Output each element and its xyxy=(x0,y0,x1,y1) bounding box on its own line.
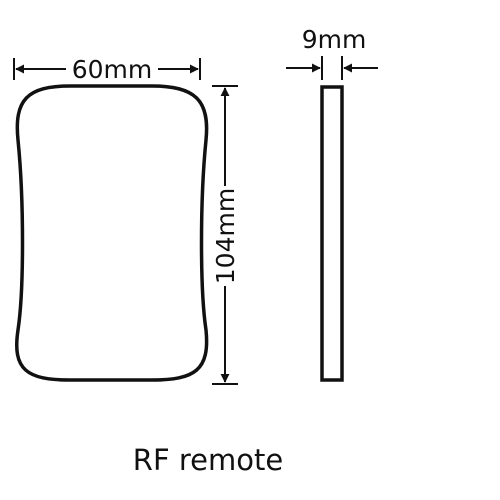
height-label: 104mm xyxy=(211,188,240,284)
height-dimension: 104mm xyxy=(211,85,240,385)
remote-front-outline xyxy=(15,84,209,382)
remote-side-outline xyxy=(320,85,344,382)
thickness-dimension: 9mm xyxy=(286,25,378,80)
caption: RF remote xyxy=(133,443,283,477)
width-dimension: 60mm xyxy=(13,55,201,84)
width-label: 60mm xyxy=(72,55,153,84)
thickness-label: 9mm xyxy=(302,25,367,54)
